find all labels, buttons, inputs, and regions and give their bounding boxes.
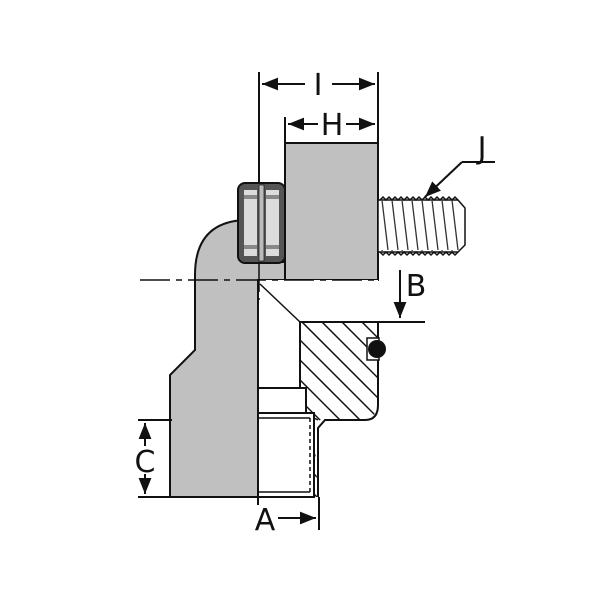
dimension-h: H <box>284 108 375 145</box>
label-c: C <box>135 445 156 480</box>
o-ring-icon <box>368 340 386 358</box>
label-j: J <box>476 131 487 166</box>
dimension-b: B <box>378 269 427 323</box>
dimension-c: C <box>135 419 172 498</box>
threaded-stud <box>377 195 466 257</box>
label-i: I <box>314 68 323 103</box>
cone-line <box>259 283 301 323</box>
swivel-nut <box>237 182 286 264</box>
label-b: B <box>406 269 427 304</box>
leader-arrow-j <box>424 161 463 198</box>
dimension-a: A <box>255 497 320 538</box>
dimension-j: J <box>424 131 495 198</box>
label-a: A <box>255 503 276 538</box>
inner-bore <box>258 280 378 388</box>
hex-block <box>284 142 379 281</box>
label-h: H <box>321 108 344 143</box>
internal-port <box>257 387 319 498</box>
